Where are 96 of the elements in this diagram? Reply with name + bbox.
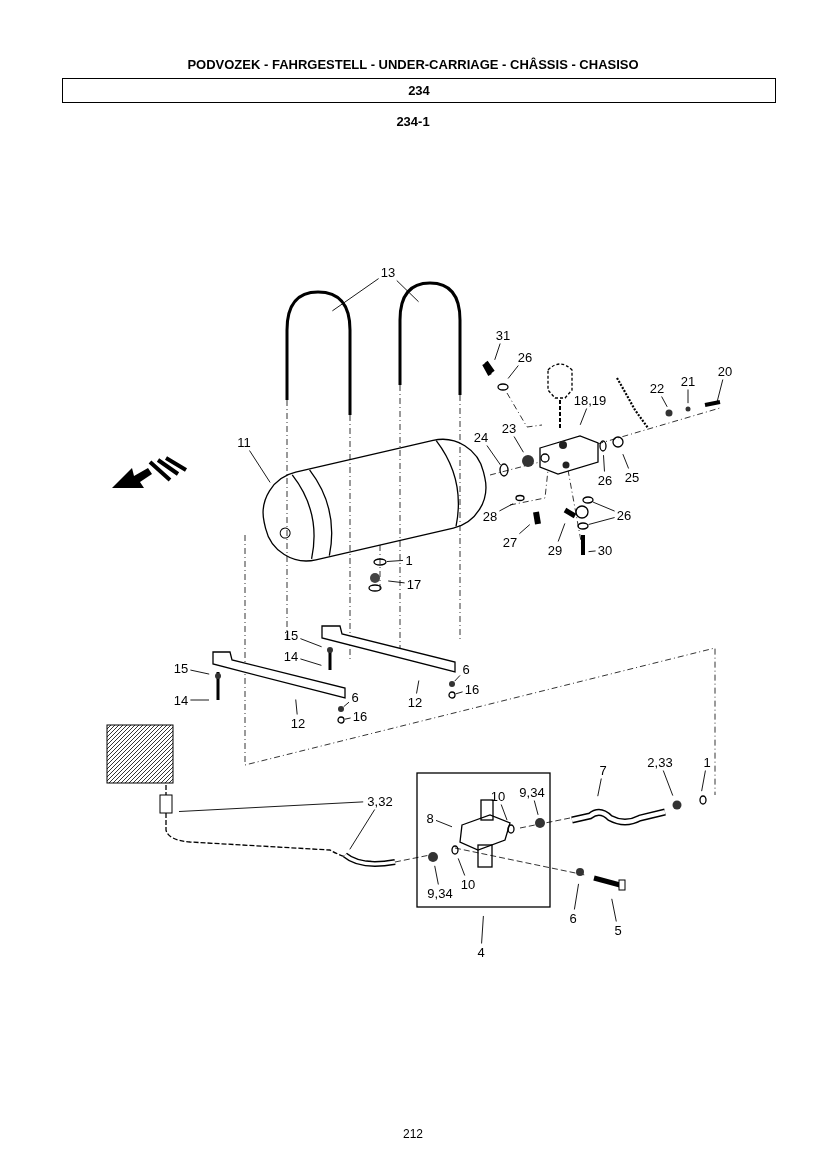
callout-number: 29 (546, 542, 564, 558)
leader-line (387, 580, 406, 584)
leader-line (611, 898, 617, 922)
o-ring (577, 522, 589, 530)
leader-line (189, 699, 210, 701)
page-number: 212 (402, 1126, 424, 1143)
callout-number: 12 (406, 694, 424, 710)
callout-number: 31 (494, 327, 512, 343)
leader-line (295, 699, 298, 715)
leader-line (597, 778, 602, 797)
callout-number: 26 (615, 507, 633, 523)
callout-number: 24 (472, 429, 490, 445)
callout-number: 10 (459, 876, 477, 892)
leader-line (189, 669, 210, 675)
callout-number: 17 (405, 576, 423, 592)
leader-line (716, 379, 724, 402)
leader-line (661, 396, 668, 408)
leader-line (435, 819, 453, 828)
leader-line (518, 524, 531, 535)
leader-line (701, 770, 706, 792)
leader-line (592, 501, 616, 512)
callout-number: 15 (282, 627, 300, 643)
leader-line (513, 436, 524, 453)
figure-number: 234-1 (395, 113, 431, 131)
o-ring (582, 496, 594, 504)
leader-line (455, 691, 464, 695)
leader-line (603, 454, 605, 472)
callout-number: 15 (172, 660, 190, 676)
callout-number: 8 (425, 810, 435, 826)
callout-number: 6 (568, 910, 578, 926)
leader-line (396, 280, 419, 303)
leader-line (299, 658, 322, 666)
callout-number: 13 (379, 264, 397, 280)
leader-line (299, 638, 323, 648)
leader-line (178, 801, 364, 812)
leader-line (344, 717, 352, 720)
o-ring (373, 558, 387, 566)
leader-line (662, 770, 674, 797)
o-ring (499, 463, 509, 477)
leader-line (500, 804, 508, 821)
leader-line (687, 389, 689, 404)
callout-number: 18,19 (570, 392, 610, 408)
callout-number: 1 (404, 552, 414, 568)
leader-line (579, 408, 588, 426)
callout-number: 26 (596, 472, 614, 488)
leader-line (486, 445, 501, 466)
callout-number: 6 (350, 689, 360, 705)
callout-number: 21 (679, 373, 697, 389)
callout-number: 7 (598, 762, 608, 778)
callout-number: 16 (463, 681, 481, 697)
o-ring (337, 716, 345, 724)
callout-number: 9,34 (424, 885, 456, 901)
callout-number: 26 (516, 349, 534, 365)
leader-line (249, 450, 271, 483)
leader-line (454, 674, 461, 682)
leader-line (481, 915, 484, 944)
callout-number: 12 (289, 715, 307, 731)
callout-number: 11 (235, 434, 253, 450)
callout-number: 30 (596, 542, 614, 558)
leader-line (588, 550, 597, 553)
leader-line (457, 857, 466, 876)
callout-number: 4 (476, 944, 486, 960)
leader-line (588, 517, 616, 525)
leader-line (533, 800, 539, 816)
callout-number: 23 (500, 420, 518, 436)
callout-number: 6 (461, 661, 471, 677)
callout-number: 16 (351, 708, 369, 724)
callout-number: 25 (623, 469, 641, 485)
leader-line (386, 559, 404, 562)
callout-number: 20 (716, 363, 734, 379)
leader-line (349, 809, 376, 850)
callout-number: 3,32 (364, 793, 396, 809)
callout-number: 27 (501, 534, 519, 550)
leader-line (498, 503, 514, 512)
o-ring (448, 691, 456, 699)
callout-number: 1 (702, 754, 712, 770)
callout-number: 28 (481, 508, 499, 524)
leader-line (494, 343, 501, 361)
leader-line (557, 523, 566, 542)
callout-number: 5 (613, 922, 623, 938)
leader-line (331, 278, 380, 312)
leader-line (622, 453, 630, 469)
section-number-box (62, 78, 776, 103)
leader-line (434, 865, 439, 885)
callout-number: 9,34 (516, 784, 548, 800)
callout-number: 14 (172, 692, 190, 708)
callout-number: 2,33 (644, 754, 676, 770)
leader-line (507, 365, 519, 379)
callout-number: 14 (282, 648, 300, 664)
callout-number: 10 (489, 788, 507, 804)
callout-number: 22 (648, 380, 666, 396)
leader-line (416, 680, 420, 694)
leader-line (573, 883, 579, 910)
leader-line (343, 701, 350, 708)
page-title: PODVOZEK - FAHRGESTELL - UNDER-CARRIAGE - CHÂSSIS - CHASISO (186, 56, 640, 74)
section-number: 234 (408, 81, 430, 100)
